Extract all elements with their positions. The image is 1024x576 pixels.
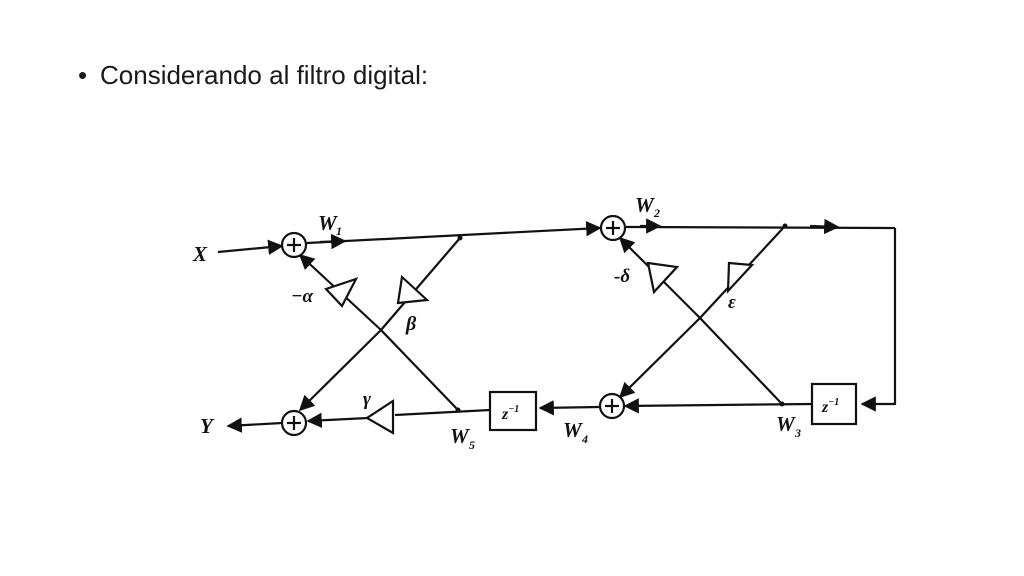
junction-top-right: [782, 223, 788, 229]
label-w4: W: [563, 418, 583, 442]
wire-w2: [625, 225, 896, 230]
wire-gamma-out: [306, 412, 369, 428]
label-w1: W: [318, 211, 338, 235]
junction-dots: [455, 223, 788, 413]
label-w2: W: [635, 193, 655, 217]
wire-w5: [394, 408, 491, 417]
junction-w3: [779, 401, 785, 407]
wire-delta-diag: [699, 317, 783, 405]
wire-feedback-right: [860, 228, 897, 412]
label-w5: W: [450, 424, 470, 448]
junction-top-left: [457, 235, 463, 241]
label-y: Y: [200, 414, 215, 438]
adder-1: [280, 231, 308, 259]
gain-gamma-triangle: [364, 398, 395, 435]
wire-y-output: [226, 417, 283, 433]
label-w4-sub: 4: [581, 432, 588, 446]
label-gain-delta: -δ: [614, 266, 630, 287]
delay-box-2: [810, 382, 858, 426]
signal-wires: [217, 218, 897, 433]
wire-epsilon-to-adder3: [618, 317, 701, 399]
wire-w1-arrow: [319, 233, 347, 250]
gain-delta-triangle: [646, 261, 680, 295]
wire-w2-arrow-right: [809, 218, 840, 235]
label-delay-2: z−1: [821, 397, 839, 416]
wire-x-input: [217, 239, 284, 255]
label-gain-beta: β: [405, 313, 417, 335]
label-gain-gamma: γ: [363, 389, 371, 410]
wire-alpha-diag: [380, 329, 459, 411]
gain-alpha-triangle: [324, 277, 359, 308]
label-w3-sub: 3: [794, 426, 801, 440]
wire-beta-diag: [380, 237, 461, 331]
label-w5-sub: 5: [469, 438, 475, 452]
label-w3: W: [776, 412, 796, 436]
label-w2-sub: 2: [653, 206, 660, 220]
wire-w1: [306, 221, 602, 245]
wire-beta-to-adder4: [298, 329, 382, 412]
bullet-item: • Considerando al filtro digital:: [78, 60, 428, 91]
label-w1-sub: 1: [336, 224, 342, 238]
label-x: X: [192, 242, 208, 266]
slide-text: Considerando al filtro digital:: [100, 60, 429, 90]
adder-2: [599, 214, 627, 242]
delay-box-1: [488, 390, 538, 432]
label-gain-epsilon: ε: [728, 292, 736, 313]
gain-epsilon-triangle: [726, 261, 755, 294]
adder-3: [598, 392, 626, 420]
label-gain-alpha: −α: [291, 286, 314, 307]
junction-w5: [455, 407, 461, 413]
gain-beta-triangle: [396, 274, 430, 305]
bullet-dot: •: [78, 60, 88, 90]
wire-w4: [538, 400, 600, 416]
label-delay-1: z−1: [501, 404, 519, 423]
adder-4: [280, 409, 308, 437]
